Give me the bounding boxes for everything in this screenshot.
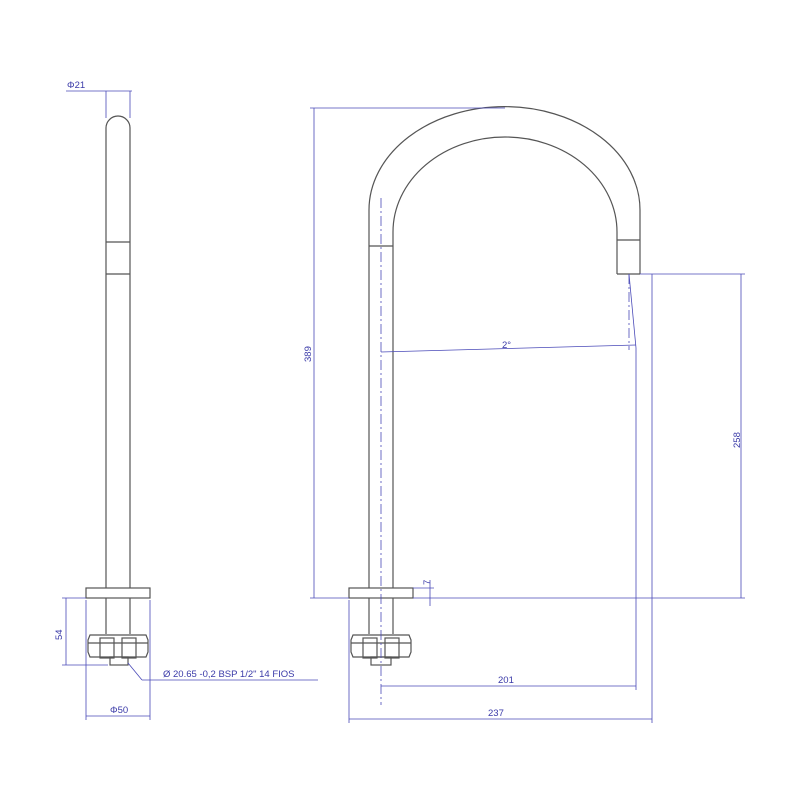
front-view <box>348 106 641 666</box>
side-view <box>85 115 151 666</box>
front-view-spout-inner <box>392 136 618 588</box>
outlet-height-label: 258 <box>732 432 743 448</box>
flange-thickness-label: 7 <box>422 580 433 585</box>
side-view-nut <box>87 634 149 658</box>
thread-spec-label: Ø 20.65 -0,2 BSP 1/2" 14 FIOS <box>163 669 295 680</box>
side-view-tube <box>105 115 131 588</box>
tube-diameter-label: Φ21 <box>67 80 85 91</box>
front-view-dimensions: 389 2° 258 7 201 237 <box>303 107 745 723</box>
spout-angle-ray <box>628 273 637 349</box>
front-view-spout-outer <box>368 106 641 588</box>
side-view-flange <box>85 587 151 599</box>
base-height-label: 54 <box>54 629 65 640</box>
side-view-nut-face-right <box>121 637 137 659</box>
total-height-label: 389 <box>303 346 314 362</box>
spout-angle-label: 2° <box>502 340 511 351</box>
side-view-nut-face-left <box>99 637 115 659</box>
front-view-nut <box>350 634 412 658</box>
side-view-thread <box>109 656 129 666</box>
front-view-nut-face-right <box>384 637 400 659</box>
total-width-label: 237 <box>488 708 504 719</box>
base-diameter-label: Φ50 <box>110 705 128 716</box>
thread-leader <box>127 662 143 681</box>
front-view-nut-face-left <box>362 637 378 659</box>
side-view-dimensions: Φ21 54 Ø 20.65 -0,2 BSP 1/2" 14 FIOS Φ50 <box>54 80 318 720</box>
outlet-reach-label: 201 <box>498 675 514 686</box>
spout-angle-dim-line <box>380 344 637 353</box>
